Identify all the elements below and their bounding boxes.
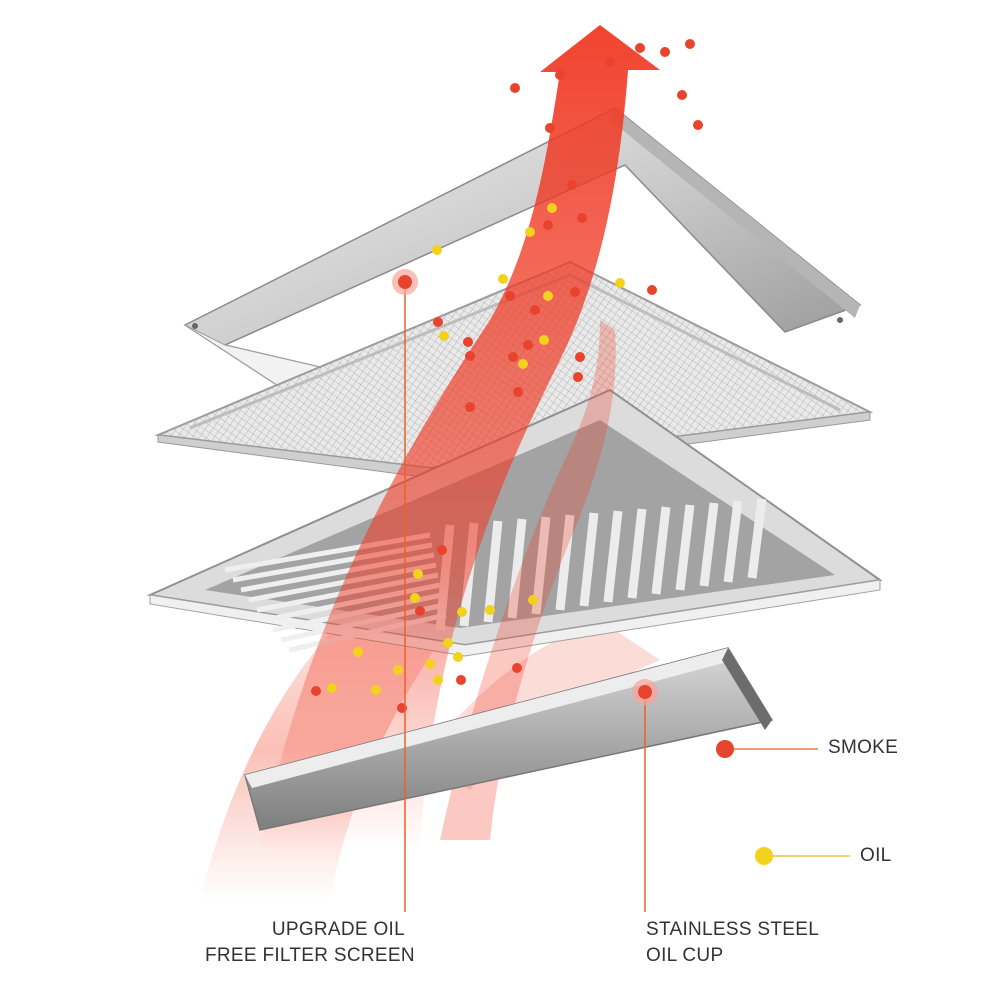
smoke-particle [437,545,447,555]
oil-particle [410,593,420,603]
oil-cup-callout: STAINLESS STEEL OIL CUP [646,917,819,969]
smoke-particle [415,606,425,616]
baffle-slat [507,518,527,619]
oil-particle [539,335,549,345]
smoke-legend-label: SMOKE [828,737,899,758]
oil-particle [457,607,467,617]
baffle-slat [651,506,671,595]
filter-screen-callout-line2: FREE FILTER SCREEN [205,945,415,966]
filter-screen-callout: UPGRADE OIL FREE FILTER SCREEN [205,917,415,969]
oil-particle [615,278,625,288]
oil-particle [413,569,423,579]
smoke-particle [465,351,475,361]
oil-particle [543,291,553,301]
airflow-inner-stream [440,320,616,840]
baffle-slat [555,514,575,611]
smoke-particle [545,123,555,133]
oil-particle [432,245,442,255]
filter-callout-dot [398,275,412,289]
oil-particle [547,203,557,213]
smoke-particle [456,675,466,685]
smoke-particle [660,47,670,57]
baffle-slat [579,512,599,607]
oil-particle [425,659,435,669]
smoke-particle [311,686,321,696]
smoke-particle [433,317,443,327]
baffle-slat [675,504,695,591]
oil-particle [433,675,443,685]
airflow-arrow [260,25,660,850]
smoke-particle [567,180,577,190]
baffle-slat [723,500,743,583]
oil-particle [453,652,463,662]
oil-particle [439,331,449,341]
smoke-particle [543,220,553,230]
smoke-particle [513,387,523,397]
oil-cup-callout-line2: OIL CUP [646,945,724,966]
smoke-particle [523,340,533,350]
oil-particle [498,274,508,284]
callout-lines [392,269,658,912]
smoke-particle [573,372,583,382]
smoke-particle [605,57,615,67]
baffle-slat [699,502,719,587]
smoke-particle [577,213,587,223]
smoke-particle [512,663,522,673]
oil-particle [371,685,381,695]
smoke-particle [685,39,695,49]
smoke-particle [647,285,657,295]
smoke-particle [505,291,515,301]
smoke-particle [465,402,475,412]
smoke-particle [677,90,687,100]
oil-particle [443,638,453,648]
smoke-legend-dot [716,740,734,758]
cup-callout-dot [638,685,652,699]
smoke-particle [693,120,703,130]
baffle-slat [531,516,551,615]
baffle-slat [603,510,623,603]
oil-particle [518,359,528,369]
smoke-particle [555,70,565,80]
baffle-slat [627,508,647,599]
smoke-particle [530,305,540,315]
oil-particle [525,227,535,237]
oil-legend-label: OIL [860,845,892,866]
smoke-particle [635,43,645,53]
oil-particle [393,665,403,675]
legend-markers [716,740,850,865]
baffle-slat [747,498,767,579]
smoke-particle [508,352,518,362]
oil-legend-dot [755,847,773,865]
oil-particle [353,647,363,657]
oil-particle [528,595,538,605]
smoke-particle [570,287,580,297]
filter-screen-callout-line1: UPGRADE OIL [271,919,405,940]
smoke-particle [510,83,520,93]
oil-particle [485,605,495,615]
smoke-particle [463,337,473,347]
smoke-particle [575,352,585,362]
oil-particle [327,683,337,693]
oil-cup-callout-line1: STAINLESS STEEL [646,919,820,940]
